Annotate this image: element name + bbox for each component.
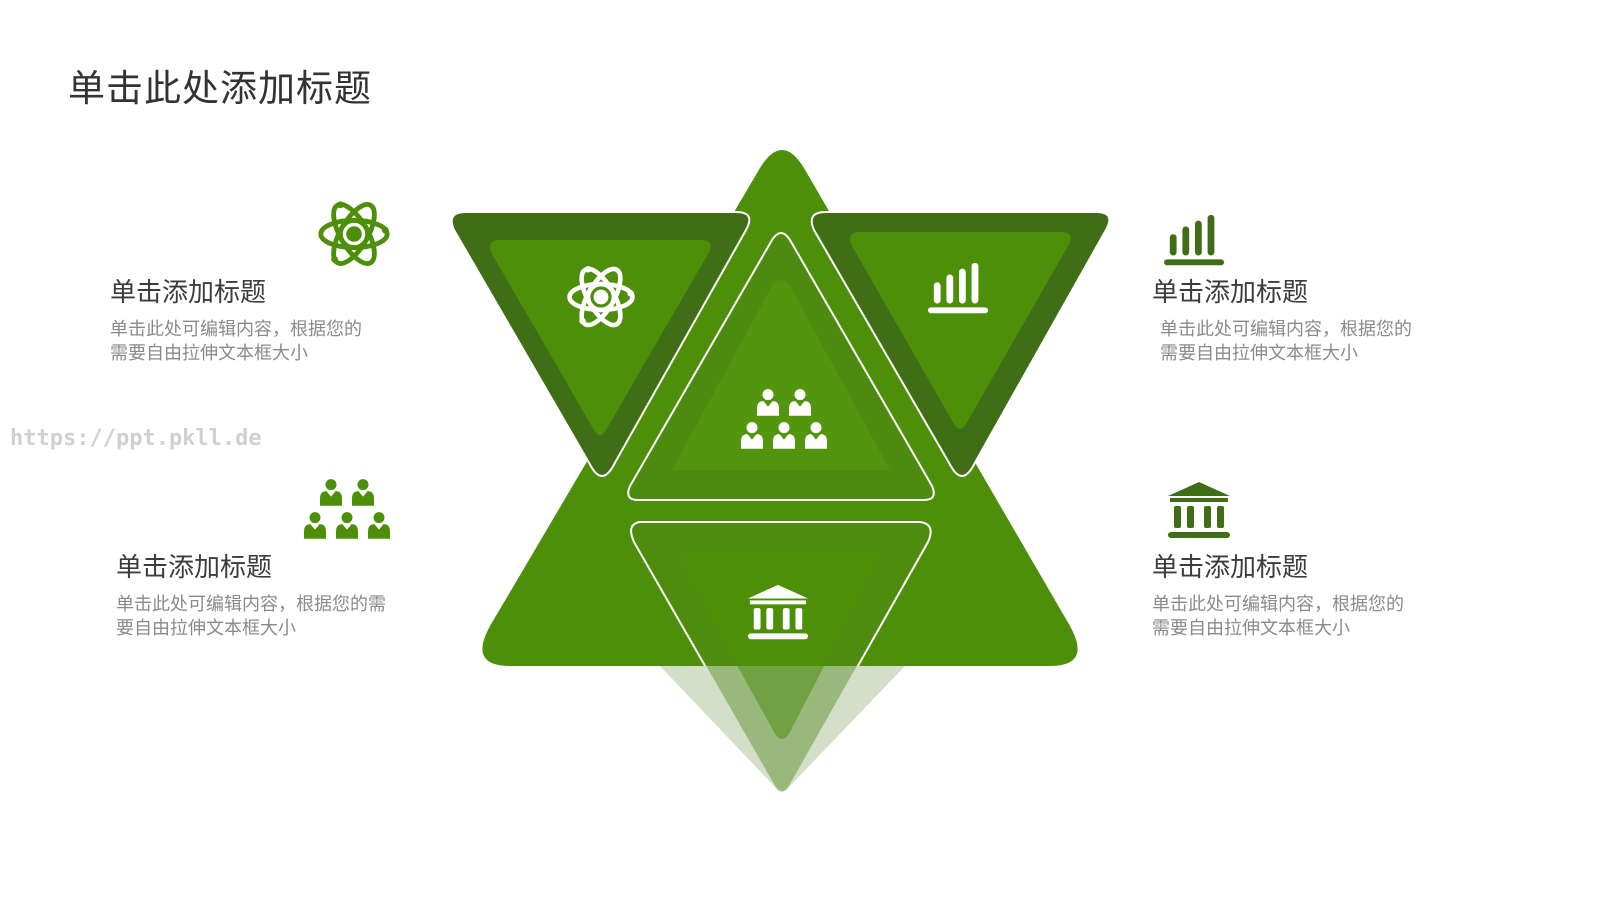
text-block-bottom-right: 单击添加标题 单击此处可编辑内容，根据您的 需要自由拉伸文本框大小	[1152, 551, 1482, 641]
block-description-line: 单击此处可编辑内容，根据您的需	[116, 594, 386, 615]
block-description[interactable]: 单击此处可编辑内容，根据您的 需要自由拉伸文本框大小	[1152, 318, 1482, 366]
block-description-line: 单击此处可编辑内容，根据您的	[1152, 594, 1404, 615]
block-description-line: 要自由拉伸文本框大小	[116, 618, 296, 639]
bar-chart-icon	[1164, 214, 1225, 266]
block-description-line: 需要自由拉伸文本框大小	[1152, 618, 1350, 639]
block-description[interactable]: 单击此处可编辑内容，根据您的需 要自由拉伸文本框大小	[116, 593, 446, 641]
block-description-line: 单击此处可编辑内容，根据您的	[110, 319, 362, 340]
block-heading[interactable]: 单击添加标题	[116, 553, 273, 583]
block-description-line: 需要自由拉伸文本框大小	[110, 343, 308, 364]
people-group-icon	[303, 478, 391, 542]
block-heading[interactable]: 单击添加标题	[1152, 278, 1309, 308]
text-block-top-right: 单击添加标题 单击此处可编辑内容，根据您的 需要自由拉伸文本框大小	[1152, 276, 1482, 366]
bank-building-icon	[1168, 482, 1230, 538]
block-description[interactable]: 单击此处可编辑内容，根据您的 需要自由拉伸文本框大小	[110, 318, 440, 366]
slide-title[interactable]: 单击此处添加标题	[68, 67, 372, 110]
text-block-top-left: 单击添加标题 单击此处可编辑内容，根据您的 需要自由拉伸文本框大小	[110, 276, 440, 366]
text-block-bottom-left: 单击添加标题 单击此处可编辑内容，根据您的需 要自由拉伸文本框大小	[116, 551, 446, 641]
block-description-line: 需要自由拉伸文本框大小	[1160, 343, 1358, 364]
block-description-line: 单击此处可编辑内容，根据您的	[1160, 319, 1412, 340]
block-heading[interactable]: 单击添加标题	[110, 278, 267, 308]
atom-icon	[315, 195, 393, 273]
watermark-text: https://ppt.pkll.de	[10, 426, 262, 451]
block-heading[interactable]: 单击添加标题	[1152, 553, 1309, 583]
block-description[interactable]: 单击此处可编辑内容，根据您的 需要自由拉伸文本框大小	[1152, 593, 1482, 641]
